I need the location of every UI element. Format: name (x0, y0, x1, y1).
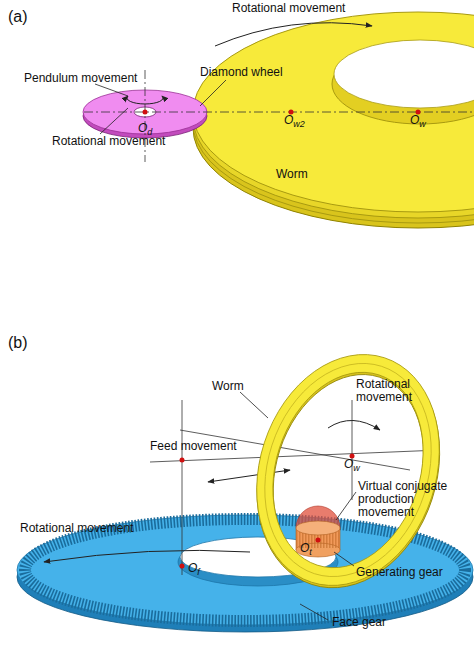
subscript: t (309, 547, 312, 557)
part-label: Rotational movement (52, 135, 165, 148)
rotation-arrow (328, 420, 380, 430)
subscript: w (419, 119, 426, 129)
worm-a (193, 12, 474, 228)
part-label: Pendulum movement (24, 72, 137, 85)
worm-thread (238, 342, 458, 599)
leader-line (336, 492, 356, 520)
subscript: f (197, 567, 200, 577)
axis-line (145, 70, 146, 162)
leader-line (200, 80, 226, 106)
leader-line (334, 552, 354, 566)
axis-line (182, 400, 183, 575)
feed-arrow (208, 470, 290, 482)
leader-line (100, 108, 128, 134)
worm-face (228, 331, 468, 610)
part-label: Rotational movement (232, 2, 345, 15)
point-label: Of (188, 562, 200, 579)
subscript: w (353, 463, 360, 473)
leader-line (95, 84, 128, 96)
rotation-arrow (44, 550, 250, 562)
axis-line (352, 400, 353, 500)
point-label: Ow2 (284, 114, 305, 131)
point-label: Ow (344, 458, 360, 475)
part-label: Worm (212, 380, 244, 393)
center-point (143, 110, 148, 115)
leader-line (240, 392, 268, 418)
part-label: Diamond wheel (200, 66, 283, 79)
part-label: Rotational movement (356, 378, 436, 404)
part-label: Generating gear (356, 566, 443, 579)
center-point (316, 538, 321, 543)
center-point (180, 564, 185, 569)
point-label: Ot (300, 542, 312, 559)
worm-b (227, 331, 469, 612)
part-label: Rotational movement (20, 522, 133, 535)
worm-hole (334, 40, 474, 108)
rotation-arrow (215, 23, 372, 46)
point-label: Ow (410, 114, 426, 131)
part-label: Virtual conjugate production movement (358, 480, 470, 519)
leader-line (300, 604, 328, 620)
gear-top (296, 521, 340, 535)
part-label: Worm (276, 168, 308, 181)
panel-label: (a) (8, 8, 28, 26)
center-point (180, 458, 185, 463)
part-label: Feed movement (150, 440, 237, 453)
subscript: w2 (293, 119, 305, 129)
part-label: Face gear (332, 616, 386, 629)
panel-label: (b) (8, 334, 28, 352)
diamond-wheel (83, 90, 207, 138)
